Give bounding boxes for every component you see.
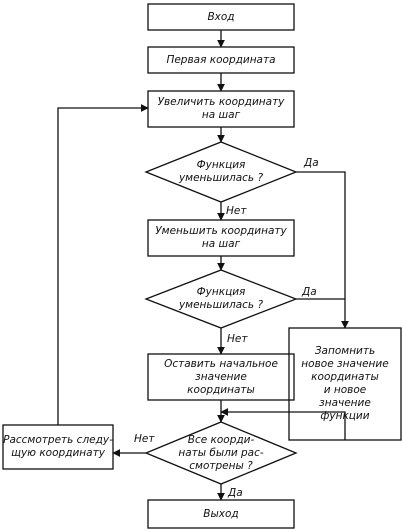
decision-function-decreased-2: Функция уменьшилась ? xyxy=(178,286,264,311)
edge-remember-main xyxy=(220,408,346,440)
edge-label-yes-2: Да xyxy=(302,286,317,298)
next-coordinate-node: Рассмотреть следу- щую координату xyxy=(3,434,113,459)
edge-label-no-2: Нет xyxy=(227,333,248,345)
keep-initial-value-node: Оставить начальное значение координаты xyxy=(164,357,278,396)
decrease-coordinate-node: Уменьшить координату на шаг xyxy=(155,225,287,250)
edge-next-increase xyxy=(57,104,149,425)
edge-label-yes-3: Да xyxy=(228,487,243,499)
end-node: Выход xyxy=(203,507,239,520)
start-node: Вход xyxy=(207,10,235,23)
remember-new-value-node: Запомнить новое значение координаты и но… xyxy=(301,345,389,422)
increase-coordinate-node: Увеличить координату на шаг xyxy=(157,96,285,121)
edge-label-no-1: Нет xyxy=(226,205,247,217)
edge-check1-remember xyxy=(296,171,349,329)
edge-label-yes-1: Да xyxy=(304,157,319,169)
decision-function-decreased-1: Функция уменьшилась ? xyxy=(178,159,264,184)
first-coordinate-node: Первая координата xyxy=(166,53,276,66)
decision-all-coordinates-checked: Все коорди- наты были рас- смотрены ? xyxy=(178,433,264,472)
edge-label-no-3: Нет xyxy=(134,433,155,445)
